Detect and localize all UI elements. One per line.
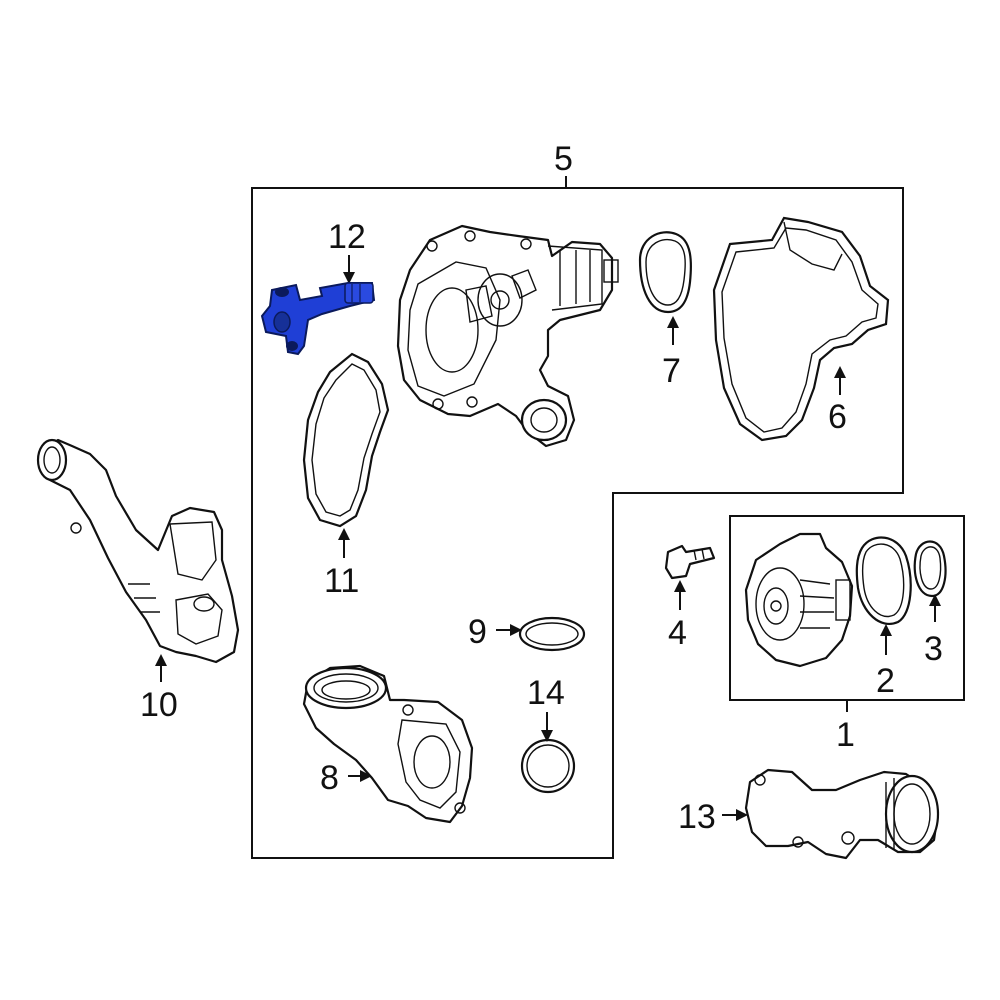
part-5-thermostat-housing[interactable] <box>396 224 619 448</box>
callout-labels: 1 2 3 4 5 6 7 8 9 10 11 12 13 14 <box>140 140 943 836</box>
part-7-o-ring[interactable] <box>638 231 693 314</box>
callout-1: 1 <box>836 716 855 754</box>
part-3-o-ring[interactable] <box>913 540 947 598</box>
callout-11: 11 <box>324 562 359 600</box>
callout-10: 10 <box>140 686 178 724</box>
callout-7: 7 <box>662 352 681 390</box>
part-11-gasket[interactable] <box>302 352 390 528</box>
part-10-coolant-pipe[interactable] <box>36 438 240 664</box>
callout-14: 14 <box>527 674 565 712</box>
callout-2: 2 <box>876 662 895 700</box>
callout-3: 3 <box>924 630 943 668</box>
callout-5: 5 <box>554 140 573 178</box>
callout-9: 9 <box>468 613 487 651</box>
part-9-o-ring[interactable] <box>518 616 586 652</box>
part-13-coolant-pipe[interactable] <box>744 768 940 860</box>
callout-13: 13 <box>678 798 716 836</box>
callout-8: 8 <box>320 759 339 797</box>
part-8-coolant-outlet[interactable] <box>302 664 474 824</box>
callout-6: 6 <box>828 398 847 436</box>
part-4-bolt[interactable] <box>664 544 716 580</box>
callout-4: 4 <box>668 614 687 652</box>
part-6-gasket[interactable] <box>712 216 890 442</box>
part-14-o-ring[interactable] <box>520 738 576 794</box>
callout-12: 12 <box>328 218 366 256</box>
part-1-water-pump[interactable] <box>744 532 854 668</box>
leader-lines <box>155 176 941 821</box>
group-box-5 <box>251 187 904 859</box>
part-12-sensor-highlighted[interactable] <box>260 282 376 356</box>
part-2-gasket[interactable] <box>855 536 912 625</box>
